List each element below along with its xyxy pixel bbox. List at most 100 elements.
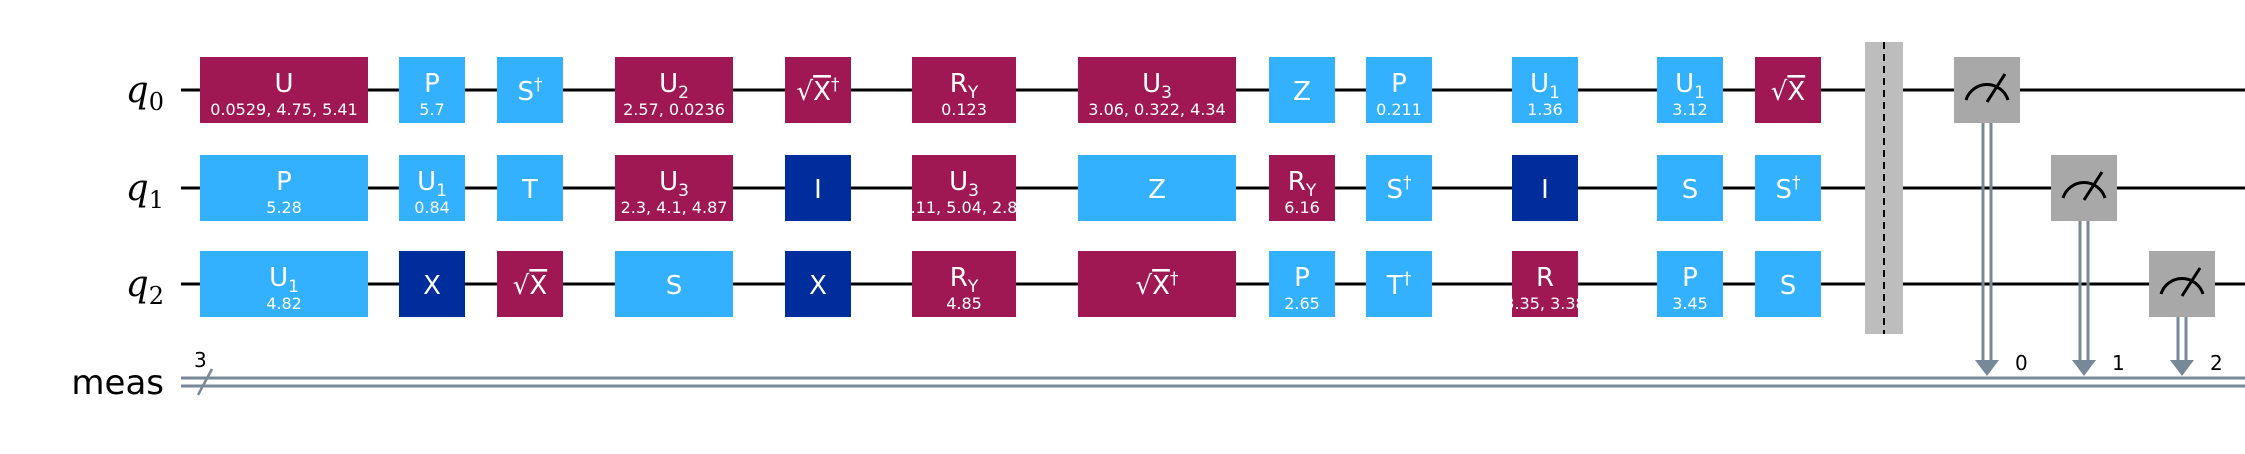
gate-parameter: 2.65: [1284, 294, 1320, 313]
gate-box: [1512, 251, 1578, 317]
gate-box: [1657, 155, 1723, 221]
gate-box: [497, 57, 563, 123]
gate-name: X: [423, 271, 441, 301]
gate-box: [200, 57, 368, 123]
measure-arrowhead: [2170, 360, 2194, 376]
qubit-label-subscript: 2: [149, 282, 164, 310]
gate: Z: [1269, 57, 1335, 123]
wires: [181, 88, 2245, 396]
gate: U10.84: [399, 155, 465, 221]
meter-icon: [2159, 277, 2205, 295]
gate-name: I: [814, 175, 822, 205]
gate-name: U: [659, 69, 678, 99]
gate-subscript: 3: [678, 181, 689, 201]
gate-box: [1269, 251, 1335, 317]
gate-parameter: 4.82: [266, 294, 302, 313]
barrier: [1865, 42, 1903, 334]
gate: √X: [1755, 57, 1821, 123]
gate-box: [497, 155, 563, 221]
gate-subscript: Y: [1305, 181, 1317, 201]
gate-label: √X†: [1136, 269, 1179, 301]
gate-name: S: [1775, 175, 1792, 205]
gate-name: R: [950, 69, 968, 99]
gate-name: U: [269, 263, 288, 293]
qubit-label-base: q: [126, 70, 149, 111]
gate-box: [399, 251, 465, 317]
sqrt-symbol: √: [1771, 77, 1788, 107]
gate-parameter: 0.0529, 4.75, 5.41: [210, 100, 358, 119]
gate-name: P: [1682, 263, 1698, 293]
gate-label: RY: [950, 69, 979, 103]
gate-parameter: 4.85: [946, 294, 982, 313]
gate-label: √X: [1771, 77, 1805, 107]
gate-box: [615, 155, 733, 221]
gate: X: [399, 251, 465, 317]
gate-parameter: 2.57, 0.0236: [623, 100, 725, 119]
meter-needle: [2180, 267, 2202, 297]
gate-parameter: 0.123: [941, 100, 987, 119]
gate-parameter: 0.211: [1376, 100, 1422, 119]
measure-box: [1954, 57, 2020, 123]
qubit-label-1: q1: [126, 168, 164, 214]
gate-subscript: Y: [967, 83, 979, 103]
gate: P5.28: [200, 155, 368, 221]
gate-parameter: 1.36: [1527, 100, 1563, 119]
meter-needle: [2082, 171, 2104, 201]
gate: U32.11, 5.04, 2.85: [900, 155, 1028, 221]
gate-box: [1366, 155, 1432, 221]
gate: U32.3, 4.1, 4.87: [615, 155, 733, 221]
gate-box: [1755, 155, 1821, 221]
gate-box: [200, 251, 368, 317]
gate-label: U1: [1675, 69, 1705, 103]
gate-name: X: [813, 77, 831, 107]
gate-label: √X†: [797, 75, 840, 107]
gate-box: [1269, 57, 1335, 123]
gate-label: P: [1294, 263, 1310, 293]
gate-box: [615, 57, 733, 123]
gate: U11.36: [1512, 57, 1578, 123]
gate-box: [1078, 57, 1236, 123]
gate-name: U: [274, 69, 293, 99]
gate-parameter: 6.16: [1284, 198, 1320, 217]
gate: √X: [497, 251, 563, 317]
gate-subscript: 1: [436, 181, 447, 201]
gate-label: S†: [517, 75, 543, 107]
measure-gate: 1: [2051, 155, 2125, 376]
gate-box: [1755, 57, 1821, 123]
gate-subscript: 1: [1549, 83, 1560, 103]
meter-icon: [2061, 181, 2107, 199]
gate-name: U: [949, 167, 968, 197]
gate-name: P: [424, 69, 440, 99]
gate-label: S: [666, 271, 683, 301]
gate: U14.82: [200, 251, 368, 317]
gate-name: T: [521, 175, 538, 205]
measure-arrowhead: [2072, 360, 2096, 376]
bundle-slash: [196, 368, 214, 396]
classical-bit-count: 3: [194, 348, 207, 372]
gate-box: [1512, 57, 1578, 123]
measure-arrowhead: [1975, 360, 1999, 376]
gate-box: [1078, 155, 1236, 221]
gate-label: I: [1541, 175, 1549, 205]
gate: √X†: [1078, 251, 1236, 317]
gate-name: R: [1536, 263, 1554, 293]
gate: RY6.16: [1269, 155, 1335, 221]
gate: S†: [497, 57, 563, 123]
gate-parameter: 3.45: [1672, 294, 1708, 313]
gate-label: Z: [1148, 175, 1166, 205]
gate-label: U2: [659, 69, 689, 103]
gate-label: R: [1536, 263, 1554, 293]
gate-name: X: [809, 271, 827, 301]
gate-dagger: †: [1403, 269, 1412, 289]
meter-icon: [1964, 83, 2010, 101]
gate-box: [1078, 251, 1236, 317]
gate-label: S: [1682, 175, 1699, 205]
gate-box: [785, 155, 851, 221]
gate: P2.65: [1269, 251, 1335, 317]
gate-label: U1: [1530, 69, 1560, 103]
qubit-label-base: q: [126, 168, 149, 209]
classical-bit-label: 2: [2210, 351, 2223, 375]
gate-label: U3: [949, 167, 979, 201]
